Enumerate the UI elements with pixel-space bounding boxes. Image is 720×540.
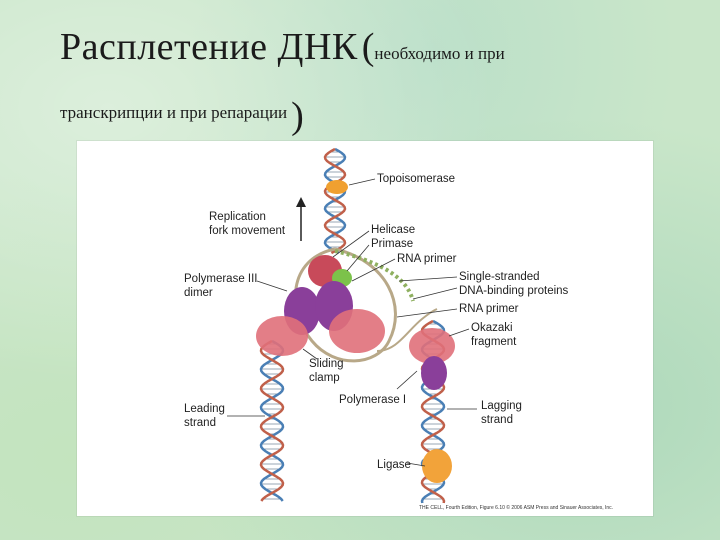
label-okazaki-1: Okazaki — [471, 322, 513, 334]
replication-fork-figure: Topoisomerase Replication fork movement … — [77, 141, 653, 516]
title-note-part2: транскрипции и при репарации — [60, 103, 288, 122]
topoisomerase-protein — [326, 180, 348, 194]
figure-credit: THE CELL, Fourth Edition, Figure 6.10 © … — [419, 504, 613, 511]
label-helicase: Helicase — [371, 224, 415, 236]
label-polymerase-iii-1: Polymerase III — [184, 273, 258, 285]
label-rna-primer-top: RNA primer — [397, 253, 457, 265]
sliding-clamp-left — [256, 316, 308, 356]
label-okazaki-2: fragment — [471, 336, 517, 348]
strand-b — [323, 147, 347, 255]
strand-b — [259, 339, 285, 502]
label-leading-2: strand — [184, 417, 216, 429]
title-open-paren: ( — [361, 26, 375, 68]
label-topoisomerase: Topoisomerase — [377, 173, 455, 185]
label-rna-primer-lower: RNA primer — [459, 303, 519, 315]
slide-title: Расплетение ДНК (необходимо и при — [60, 28, 680, 66]
label-replication-1: Replication — [209, 211, 266, 223]
title-line2: транскрипции и при репарации) — [60, 84, 304, 137]
label-lagging-2: strand — [481, 414, 513, 426]
leading-strand-helix — [259, 339, 285, 502]
label-leading-1: Leading — [184, 403, 225, 415]
lagging-loop-ssb — [334, 249, 415, 302]
label-polymerase-iii-2: dimer — [184, 287, 213, 299]
fork-movement-arrow-head — [296, 197, 306, 207]
title-note-part1: необходимо и при — [374, 44, 505, 63]
label-replication-2: fork movement — [209, 225, 286, 237]
replication-fork-diagram: Topoisomerase Replication fork movement … — [184, 147, 613, 511]
polymerase-i-protein — [421, 356, 447, 390]
leader-lines — [227, 178, 477, 467]
lagging-loop-to-fork — [376, 308, 438, 352]
label-primase: Primase — [371, 238, 413, 250]
label-sliding-clamp-1: Sliding — [309, 358, 344, 370]
polymerase-i-clamp — [409, 328, 455, 364]
title-main: Расплетение ДНК — [60, 26, 358, 68]
label-sliding-clamp-2: clamp — [309, 372, 340, 384]
parental-helix — [323, 147, 347, 255]
sliding-clamp-right — [329, 309, 385, 353]
label-polymerase-i: Polymerase I — [339, 394, 406, 406]
title-close-paren: ) — [291, 95, 304, 137]
label-ssb-1: Single-stranded — [459, 271, 540, 283]
lagging-loop-strand — [293, 247, 397, 363]
label-ssb-2: DNA-binding proteins — [459, 285, 569, 297]
label-lagging-1: Lagging — [481, 400, 522, 412]
ligase-protein — [422, 449, 452, 483]
label-ligase: Ligase — [377, 459, 411, 471]
